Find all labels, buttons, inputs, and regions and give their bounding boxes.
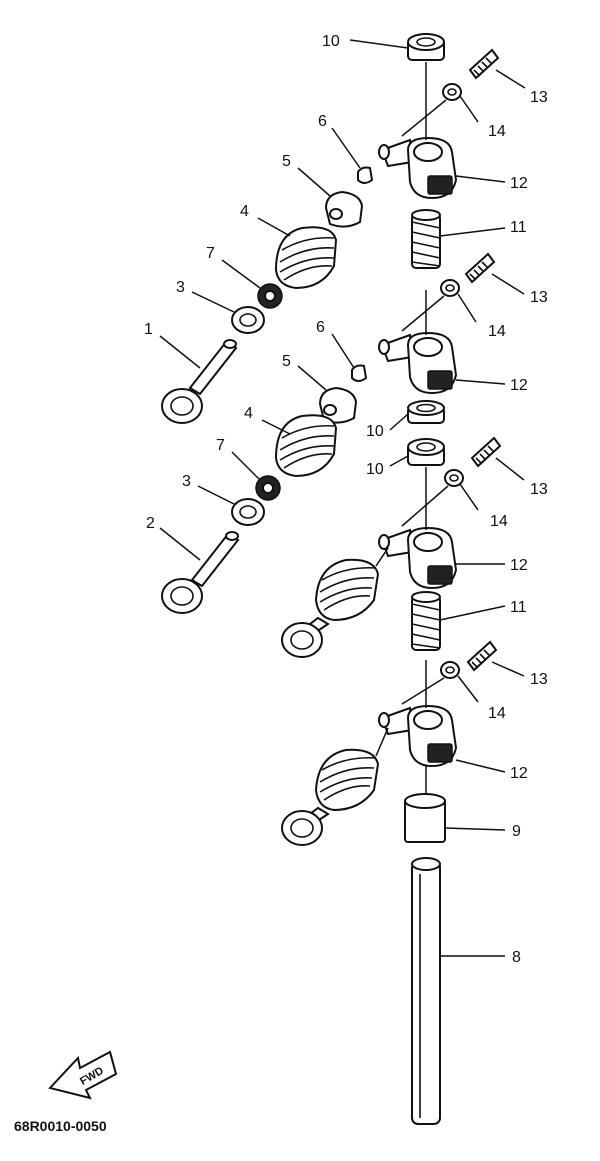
callout-8: 8 <box>512 949 521 966</box>
valve-seal-7a <box>257 283 283 309</box>
rocker-spring-11-top <box>411 209 441 269</box>
callout-5: 5 <box>282 353 291 370</box>
callout-14: 14 <box>490 513 508 530</box>
rocker-arm-4 <box>378 704 458 768</box>
callout-7: 7 <box>216 437 225 454</box>
washer-10-top <box>407 33 445 61</box>
callout-13: 13 <box>530 89 548 106</box>
callout-6: 6 <box>316 319 325 336</box>
spring-seat-3a <box>231 306 265 334</box>
callout-14: 14 <box>488 323 506 340</box>
callout-3: 3 <box>182 473 191 490</box>
valve-retainer-5a <box>324 190 364 228</box>
adjust-screw-2 <box>464 252 496 284</box>
callout-labels: 10 13 14 12 11 6 5 4 7 3 1 13 14 6 12 5 … <box>144 33 548 966</box>
document-code: 68R0010-0050 <box>14 1118 107 1134</box>
valve-cotter-6a <box>357 166 374 184</box>
callout-9: 9 <box>512 823 521 840</box>
callout-4: 4 <box>240 203 249 220</box>
lock-nut-4 <box>440 661 460 679</box>
valve-spring-4b <box>274 414 338 478</box>
rocker-arm-2 <box>378 331 458 395</box>
lock-nut-3 <box>444 469 464 487</box>
valve-1 <box>161 339 238 424</box>
callout-13: 13 <box>530 481 548 498</box>
adjust-screw-1 <box>468 48 500 80</box>
callout-14: 14 <box>488 123 506 140</box>
callout-12: 12 <box>510 765 528 782</box>
callout-2: 2 <box>146 515 155 532</box>
washer-10-mid-b <box>407 438 445 466</box>
callout-10: 10 <box>322 33 340 50</box>
callout-11: 11 <box>510 599 527 616</box>
spring-seat-3b <box>231 498 265 526</box>
callout-13: 13 <box>530 289 548 306</box>
callout-3: 3 <box>176 279 185 296</box>
valve-2 <box>161 531 240 614</box>
callout-6: 6 <box>318 113 327 130</box>
callout-12: 12 <box>510 557 528 574</box>
valve-retainer-5b <box>318 386 358 424</box>
callout-13: 13 <box>530 671 548 688</box>
valve-cotter-6b <box>351 364 368 382</box>
valve-assembly-3 <box>281 558 380 658</box>
callout-11: 11 <box>510 219 527 236</box>
push-rod <box>411 857 441 1125</box>
washer-10-mid-a <box>407 400 445 424</box>
lock-nut-1 <box>442 83 462 101</box>
callout-14: 14 <box>488 705 506 722</box>
valve-seal-7b <box>255 475 281 501</box>
valve-spring-4a <box>274 226 338 290</box>
rocker-arm-3 <box>378 526 458 590</box>
callout-12: 12 <box>510 175 528 192</box>
rocker-spring-11-bottom <box>411 591 441 651</box>
adjust-screw-4 <box>466 640 498 672</box>
callout-5: 5 <box>282 153 291 170</box>
leader-lines <box>159 39 526 957</box>
fwd-arrow-icon: FWD <box>48 1050 118 1100</box>
callout-1: 1 <box>144 321 153 338</box>
tappet <box>404 793 446 843</box>
callout-7: 7 <box>206 245 215 262</box>
callout-10: 10 <box>366 461 384 478</box>
rocker-arm-1 <box>378 136 458 200</box>
lock-nut-2 <box>440 279 460 297</box>
valve-assembly-4 <box>281 748 380 846</box>
callout-4: 4 <box>244 405 253 422</box>
callout-12: 12 <box>510 377 528 394</box>
adjust-screw-3 <box>470 436 502 468</box>
callout-10: 10 <box>366 423 384 440</box>
